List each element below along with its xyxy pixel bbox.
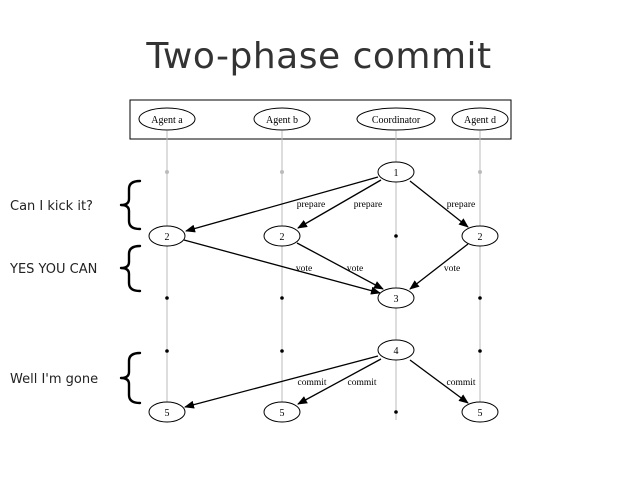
message-label-prepare: prepare <box>354 200 382 210</box>
node-number: 5 <box>280 408 285 419</box>
state-dot <box>478 296 482 300</box>
state-dot <box>394 410 398 414</box>
state-dot <box>394 234 398 238</box>
node-number: 2 <box>478 232 483 243</box>
node-number: 3 <box>394 294 399 305</box>
phase-label-commit: Well I'm gone <box>10 372 98 387</box>
message-label-vote: vote <box>347 264 363 274</box>
participant-label-agent-a: Agent a <box>151 115 183 126</box>
message-label-prepare: prepare <box>447 200 475 210</box>
message-label-vote: vote <box>296 264 312 274</box>
participant-agent-a <box>138 107 196 131</box>
arrow-prepare-to-agent-d <box>409 180 469 228</box>
node-number: 1 <box>394 168 399 179</box>
node-coordinator-4 <box>377 339 415 361</box>
node-number: 4 <box>394 346 399 357</box>
node-agent-d-5 <box>461 401 499 423</box>
node-agent-a-2 <box>148 225 186 247</box>
node-agent-b-5 <box>263 401 301 423</box>
node-agent-d-2 <box>461 225 499 247</box>
state-dot <box>165 349 169 353</box>
node-agent-a-5 <box>148 401 186 423</box>
brace-phase-2 <box>119 244 142 293</box>
participant-agent-d <box>451 107 509 131</box>
node-number: 2 <box>165 232 170 243</box>
brace-phase-1 <box>119 179 142 231</box>
participant-agent-b <box>253 107 311 131</box>
message-label-commit: commit <box>446 378 475 388</box>
participant-label-agent-b: Agent b <box>266 115 298 126</box>
participants-header-box <box>129 99 512 140</box>
participant-label-coordinator: Coordinator <box>372 115 421 126</box>
message-label-commit: commit <box>347 378 376 388</box>
message-label-commit: commit <box>297 378 326 388</box>
lifeline-dot <box>280 170 284 174</box>
state-dot <box>280 349 284 353</box>
arrow-commit-to-agent-d <box>409 359 469 404</box>
lifeline-dot <box>165 170 169 174</box>
message-label-prepare: prepare <box>297 200 325 210</box>
state-dot <box>280 296 284 300</box>
arrow-commit-to-agent-a <box>184 355 379 409</box>
node-number: 2 <box>280 232 285 243</box>
message-label-vote: vote <box>444 264 460 274</box>
node-number: 5 <box>478 408 483 419</box>
phase-label-prepare: Can I kick it? <box>10 199 93 214</box>
slide-title: Two-phase commit <box>146 36 492 77</box>
lifeline-dot <box>478 170 482 174</box>
state-dot <box>165 296 169 300</box>
node-coordinator-1 <box>377 161 415 183</box>
arrow-vote-from-agent-a <box>183 239 381 295</box>
arrow-vote-from-agent-b <box>296 242 384 290</box>
arrow-vote-from-agent-d <box>409 243 469 290</box>
participant-coordinator <box>356 107 436 131</box>
node-number: 5 <box>165 408 170 419</box>
node-agent-b-2 <box>263 225 301 247</box>
participant-label-agent-d: Agent d <box>464 115 496 126</box>
node-coordinator-3 <box>377 287 415 309</box>
phase-label-vote: YES YOU CAN <box>9 262 97 277</box>
arrow-prepare-to-agent-a <box>185 176 379 233</box>
arrow-commit-to-agent-b <box>297 358 382 405</box>
brace-phase-3 <box>119 351 142 405</box>
state-dot <box>478 349 482 353</box>
arrow-prepare-to-agent-b <box>297 179 382 229</box>
